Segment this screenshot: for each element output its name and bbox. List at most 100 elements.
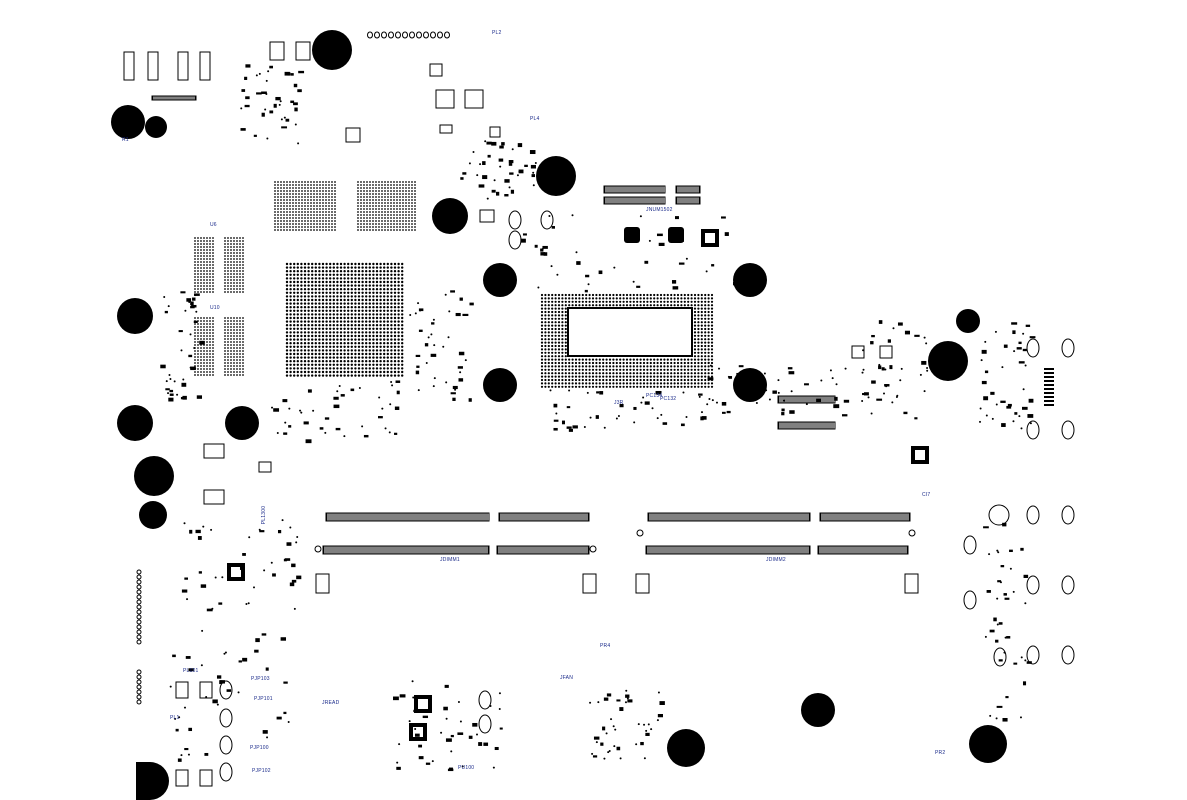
memory-ball — [319, 193, 321, 195]
memory-ball — [363, 220, 365, 222]
memory-ball — [301, 208, 303, 210]
bga-ball — [285, 302, 289, 305]
memory-ball — [286, 205, 288, 207]
bga-ball — [329, 298, 332, 302]
smd-component — [897, 322, 903, 326]
bga-ball — [347, 284, 350, 287]
smd-component — [540, 252, 546, 256]
cpu-ball — [673, 368, 676, 371]
smd-component — [182, 395, 187, 400]
cpu-ball — [564, 355, 567, 358]
bga-ball — [393, 374, 397, 377]
memory-ball — [307, 226, 309, 228]
memory-ball — [224, 344, 226, 346]
cpu-ball — [710, 314, 714, 317]
bga-ball — [303, 309, 307, 312]
memory-ball — [212, 356, 214, 358]
memory-ball — [233, 323, 235, 325]
memory-ball — [369, 214, 371, 216]
memory-ball — [402, 202, 404, 204]
header-pin — [136, 569, 142, 575]
memory-ball — [206, 243, 208, 245]
memory-ball — [209, 332, 211, 334]
pad — [199, 681, 213, 699]
cpu-ball — [561, 358, 564, 361]
bga-ball — [339, 306, 343, 309]
bga-ball — [318, 309, 321, 312]
via — [619, 757, 622, 760]
cpu-ball — [547, 361, 550, 365]
memory-ball — [200, 371, 202, 373]
bga-ball — [393, 324, 397, 327]
memory-ball — [200, 279, 202, 281]
cpu-ball — [629, 297, 632, 300]
memory-ball — [307, 184, 309, 186]
cpu-ball — [554, 338, 557, 341]
cpu-ball — [557, 304, 561, 307]
memory-ball — [396, 184, 398, 186]
memory-ball — [236, 252, 238, 254]
bga-ball — [329, 363, 332, 366]
memory-ball — [372, 187, 374, 189]
smd-component — [816, 398, 821, 402]
memory-ball — [402, 196, 404, 198]
cpu-ball — [700, 344, 703, 348]
memory-ball — [233, 261, 235, 263]
bga-ball — [343, 302, 346, 305]
bga-ball — [332, 320, 335, 323]
bga-ball — [325, 349, 328, 352]
smd-component — [491, 141, 497, 146]
bga-ball — [383, 291, 386, 294]
smd-component — [181, 382, 187, 387]
memory-ball — [209, 255, 211, 257]
header-pin — [136, 614, 142, 620]
bga-ball — [296, 356, 299, 359]
memory-ball — [206, 285, 208, 287]
via — [252, 586, 255, 589]
bga-ball — [321, 291, 325, 294]
memory-ball — [393, 196, 395, 198]
memory-ball — [197, 374, 199, 376]
memory-ball — [310, 211, 312, 213]
cpu-ball — [557, 310, 561, 314]
bga-ball — [307, 356, 310, 359]
bga-ball — [383, 313, 386, 316]
smd-component — [305, 439, 312, 444]
cpu-ball — [547, 348, 550, 351]
bga-ball — [361, 324, 364, 327]
memory-ball — [194, 273, 196, 275]
label-pl1300: PL1300 — [261, 505, 268, 525]
bga-ball — [386, 363, 389, 366]
bga-ball — [397, 370, 400, 374]
memory-ball — [384, 184, 386, 186]
smd-component — [572, 425, 578, 429]
bga-ball — [361, 262, 364, 266]
bga-ball — [318, 327, 321, 330]
memory-ball — [236, 371, 238, 373]
memory-ball — [277, 214, 279, 216]
bga-ball — [379, 266, 382, 269]
smd-component — [524, 164, 528, 167]
memory-ball — [227, 362, 229, 364]
label-pl101: PL101 — [183, 668, 199, 674]
memory-ball — [212, 288, 214, 290]
smd-component — [864, 392, 869, 396]
bga-ball — [285, 295, 289, 298]
cpu-ball — [676, 361, 680, 365]
bga-ball — [350, 327, 353, 330]
bga-ball — [285, 367, 289, 370]
memory-ball — [393, 190, 395, 192]
memory-ball — [283, 199, 285, 201]
smd-component — [540, 248, 544, 252]
bga-ball — [397, 316, 400, 320]
memory-ball — [405, 190, 407, 192]
memory-ball — [227, 329, 229, 331]
memory-ball — [414, 205, 416, 207]
memory-ball — [331, 184, 333, 186]
bga-ball — [336, 331, 339, 334]
cpu-ball — [574, 385, 578, 388]
memory-ball — [372, 217, 374, 219]
via — [568, 389, 571, 392]
bga-ball — [372, 367, 375, 370]
memory-ball — [200, 252, 202, 254]
